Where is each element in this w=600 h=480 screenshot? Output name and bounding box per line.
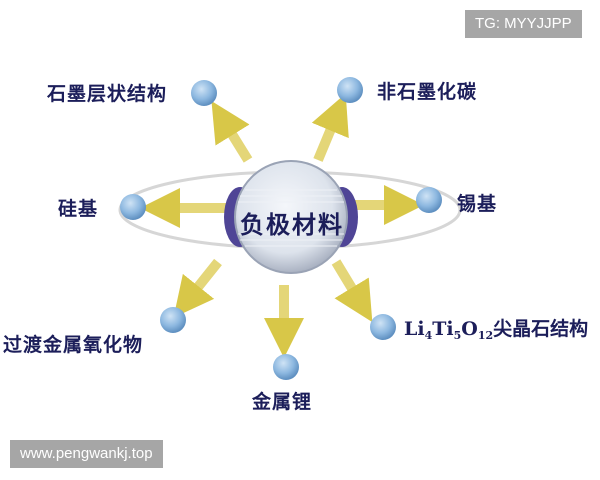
label-non-graphite-carbon: 非石墨化碳 [377, 81, 478, 103]
node-tin [416, 187, 442, 213]
watermark-top-right: TG: MYYJJPP [465, 10, 582, 38]
node-tmo [160, 307, 186, 333]
arrow-lto [331, 259, 373, 323]
watermark-bottom-left: www.pengwankj.top [10, 440, 163, 468]
arrow-tmo [173, 258, 222, 318]
node-li-metal [273, 354, 299, 380]
node-silicon [120, 194, 146, 220]
node-non-graphite-carbon [337, 77, 363, 103]
node-lto [370, 314, 396, 340]
arrow-graphite [211, 100, 253, 163]
label-tin: 锡基 [457, 193, 498, 215]
center-disc [234, 160, 348, 274]
label-lto: Li4Ti5O12尖晶石结构 [404, 318, 589, 342]
arrow-non-graphite-carbon [311, 93, 349, 162]
arrows [140, 93, 424, 358]
label-li-metal: 金属锂 [252, 391, 313, 413]
label-tmo: 过渡金属氧化物 [3, 334, 144, 356]
center-label: 负极材料 [240, 210, 344, 239]
label-silicon: 硅基 [58, 198, 99, 220]
node-graphite [191, 80, 217, 106]
label-graphite: 石墨层状结构 [47, 83, 168, 105]
